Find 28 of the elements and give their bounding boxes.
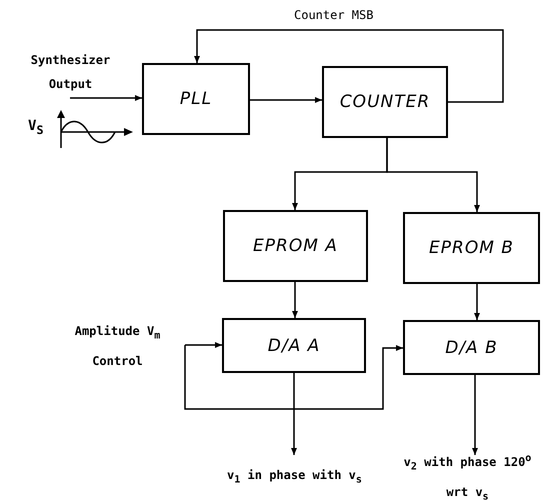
arrow (291, 373, 297, 455)
block-box (142, 63, 250, 135)
block-label: EPROM B (429, 238, 514, 258)
arrow (184, 345, 403, 410)
arrow (292, 282, 298, 318)
arrow (250, 97, 322, 103)
arrow (194, 29, 504, 103)
block-label: COUNTER (340, 92, 430, 112)
arrow (70, 95, 142, 101)
signal-label: v$_{2}$ with phase 120$^{o}$ wrt v$_{s}$ (402, 452, 532, 501)
signal-label: V$_{S}$ (26, 118, 46, 137)
block-label: D/A A (268, 336, 320, 356)
signal-label: Synthesizer Output (30, 52, 112, 92)
arrow (185, 342, 222, 348)
block-box (403, 212, 540, 284)
block-label: D/A B (445, 338, 498, 358)
edge-label: Counter MSB (292, 8, 376, 22)
arrow (386, 138, 480, 212)
arrow (472, 375, 478, 455)
block-box (322, 66, 448, 138)
signal-label: v$_{1}$ in phase with v$_{s}$ (227, 467, 362, 488)
block-label: PLL (180, 89, 212, 109)
block-box (403, 320, 540, 375)
block-box (222, 318, 366, 373)
arrow (474, 284, 480, 320)
signal-label: Amplitude V$_{m}$ Control (74, 323, 162, 370)
block-box (223, 210, 368, 282)
block-label: EPROM A (253, 236, 338, 256)
